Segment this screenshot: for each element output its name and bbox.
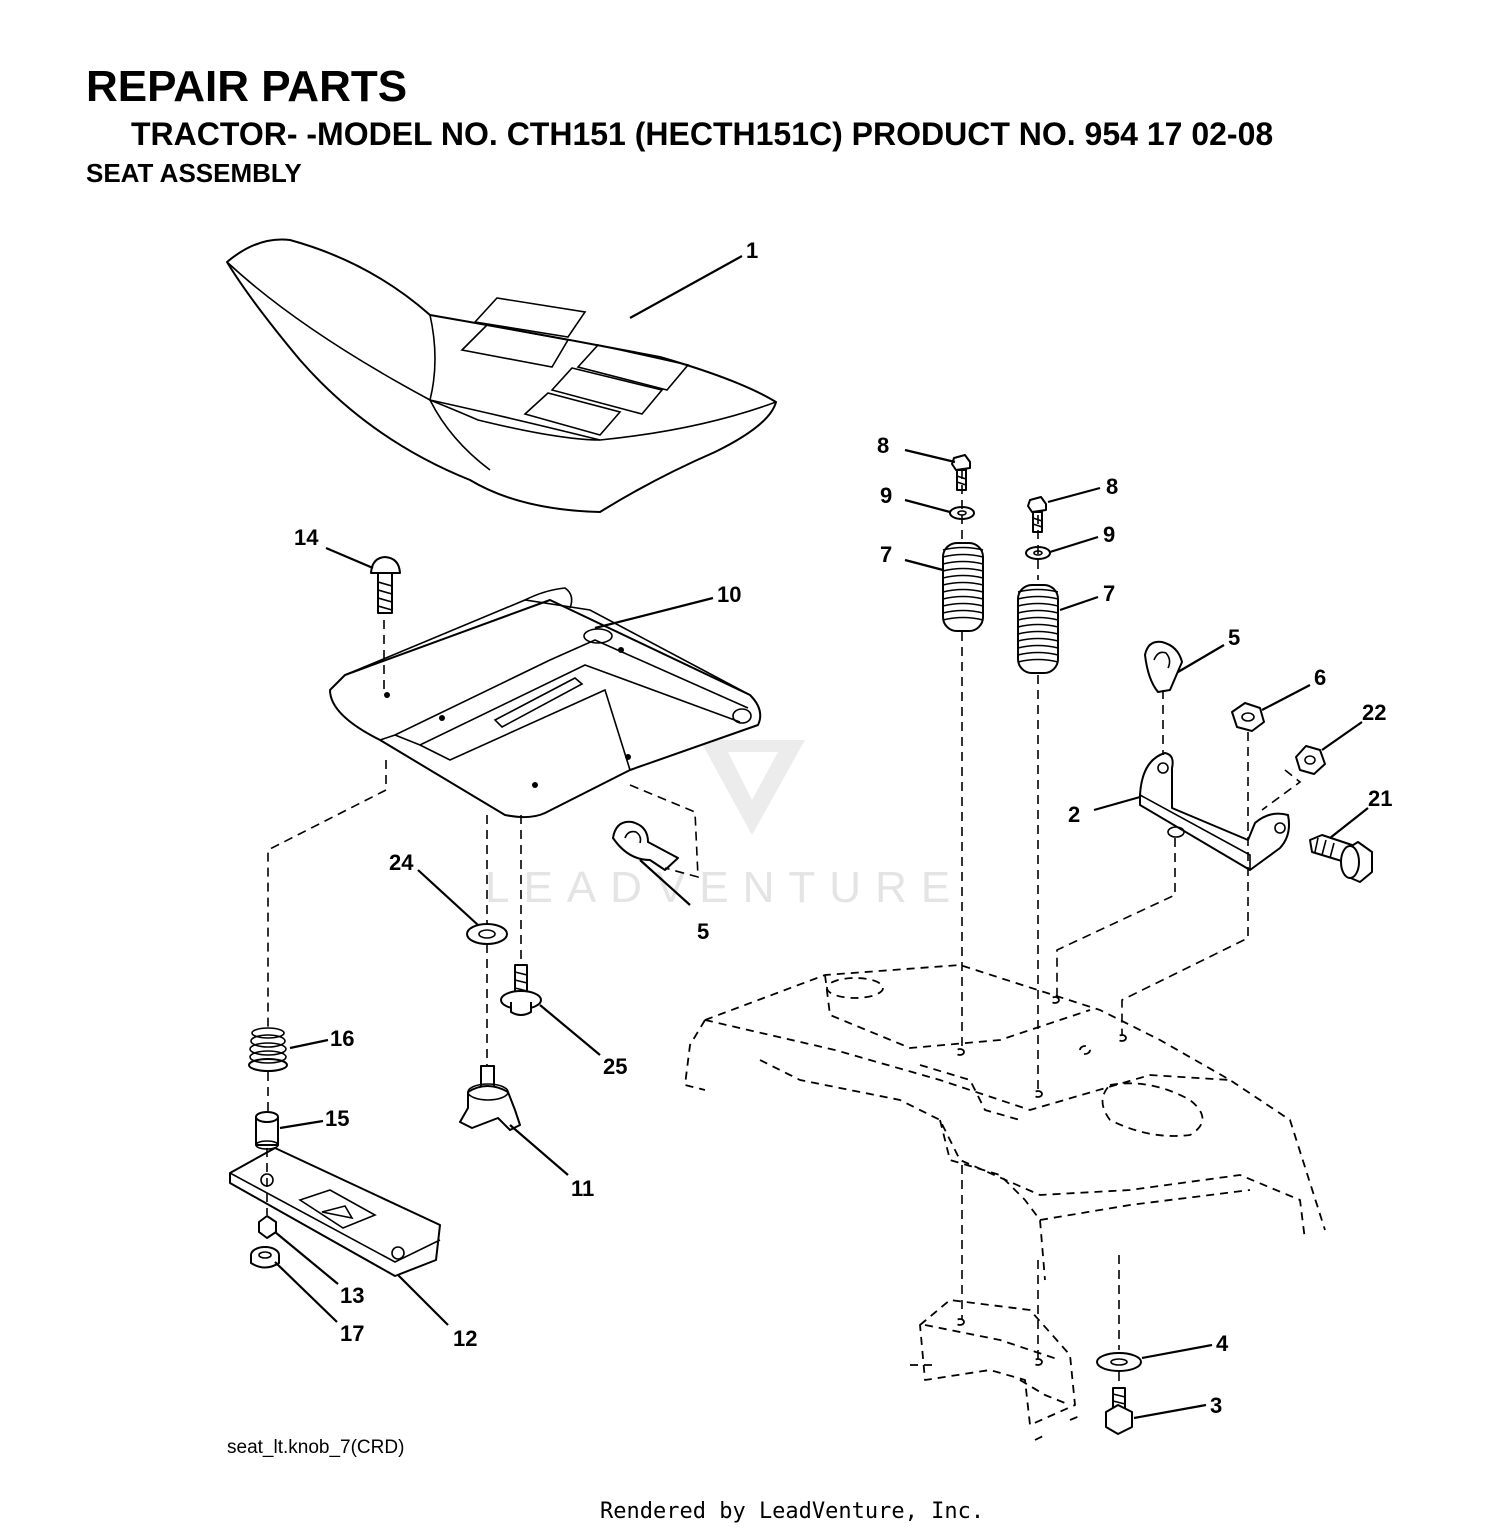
callout-17: 17 — [340, 1321, 364, 1346]
slide-plate[interactable] — [229, 1147, 441, 1277]
model-subtitle: TRACTOR- -MODEL NO. CTH151 (HECTH151C) P… — [131, 116, 1274, 152]
spring-left[interactable] — [942, 542, 984, 632]
watermark-text: LEADVENTURE — [485, 863, 964, 912]
callout-7-left: 7 — [880, 542, 892, 567]
screw-pan[interactable] — [500, 964, 542, 1016]
clip-left[interactable] — [612, 820, 679, 871]
page-title: REPAIR PARTS — [86, 62, 408, 111]
bolt-left[interactable] — [951, 454, 971, 491]
callout-9-left: 9 — [880, 483, 892, 508]
callout-2: 2 — [1068, 802, 1080, 827]
callout-1: 1 — [746, 238, 758, 263]
callout-15: 15 — [325, 1106, 349, 1131]
clip-right[interactable] — [1144, 640, 1183, 693]
nut-right[interactable] — [1231, 702, 1265, 732]
callout-12: 12 — [453, 1326, 477, 1351]
callout-16: 16 — [330, 1026, 354, 1051]
washer-bottom[interactable] — [1096, 1352, 1142, 1372]
callout-25: 25 — [603, 1054, 627, 1079]
callout-6: 6 — [1314, 665, 1326, 690]
spacer[interactable] — [255, 1111, 279, 1150]
callout-5-left: 5 — [697, 919, 709, 944]
seat-grip-pads — [460, 297, 690, 436]
washer-pan[interactable] — [466, 923, 508, 945]
nut-flange[interactable] — [1295, 745, 1326, 775]
callout-22: 22 — [1362, 700, 1386, 725]
callout-9-right: 9 — [1103, 522, 1115, 547]
callout-10: 10 — [717, 582, 741, 607]
nut-slide[interactable] — [258, 1215, 277, 1239]
drawing-id: seat_lt.knob_7(CRD) — [227, 1437, 405, 1458]
watermark: LEADVENTURE — [485, 740, 964, 912]
carriage-bolt[interactable] — [370, 556, 401, 614]
spring-right[interactable] — [1017, 584, 1059, 674]
washer-slide[interactable] — [250, 1246, 280, 1269]
callout-8-right: 8 — [1106, 474, 1118, 499]
callout-4: 4 — [1216, 1331, 1229, 1356]
shoulder-bolt[interactable] — [1309, 834, 1373, 883]
callout-14: 14 — [294, 525, 319, 550]
rendered-by-footer: Rendered by LeadVenture, Inc. — [600, 1499, 985, 1524]
callout-11: 11 — [571, 1176, 594, 1201]
callout-5-right: 5 — [1228, 625, 1240, 650]
watermark-logo-icon — [700, 740, 805, 835]
tractor-frame — [684, 964, 1326, 1441]
knob[interactable] — [459, 1065, 521, 1131]
section-title: SEAT ASSEMBLY — [86, 158, 302, 188]
bolt-right[interactable] — [1027, 496, 1047, 533]
seat[interactable] — [226, 238, 777, 513]
callout-21: 21 — [1368, 786, 1392, 811]
callout-8-left: 8 — [877, 433, 889, 458]
seat-pan[interactable] — [329, 587, 762, 819]
callout-3: 3 — [1210, 1393, 1222, 1418]
callout-13: 13 — [340, 1283, 364, 1308]
spring-small[interactable] — [248, 1027, 288, 1072]
callout-24: 24 — [389, 850, 414, 875]
seat-bracket[interactable] — [1139, 752, 1290, 871]
callout-7-right: 7 — [1103, 581, 1115, 606]
bolt-bottom[interactable] — [1105, 1387, 1133, 1435]
